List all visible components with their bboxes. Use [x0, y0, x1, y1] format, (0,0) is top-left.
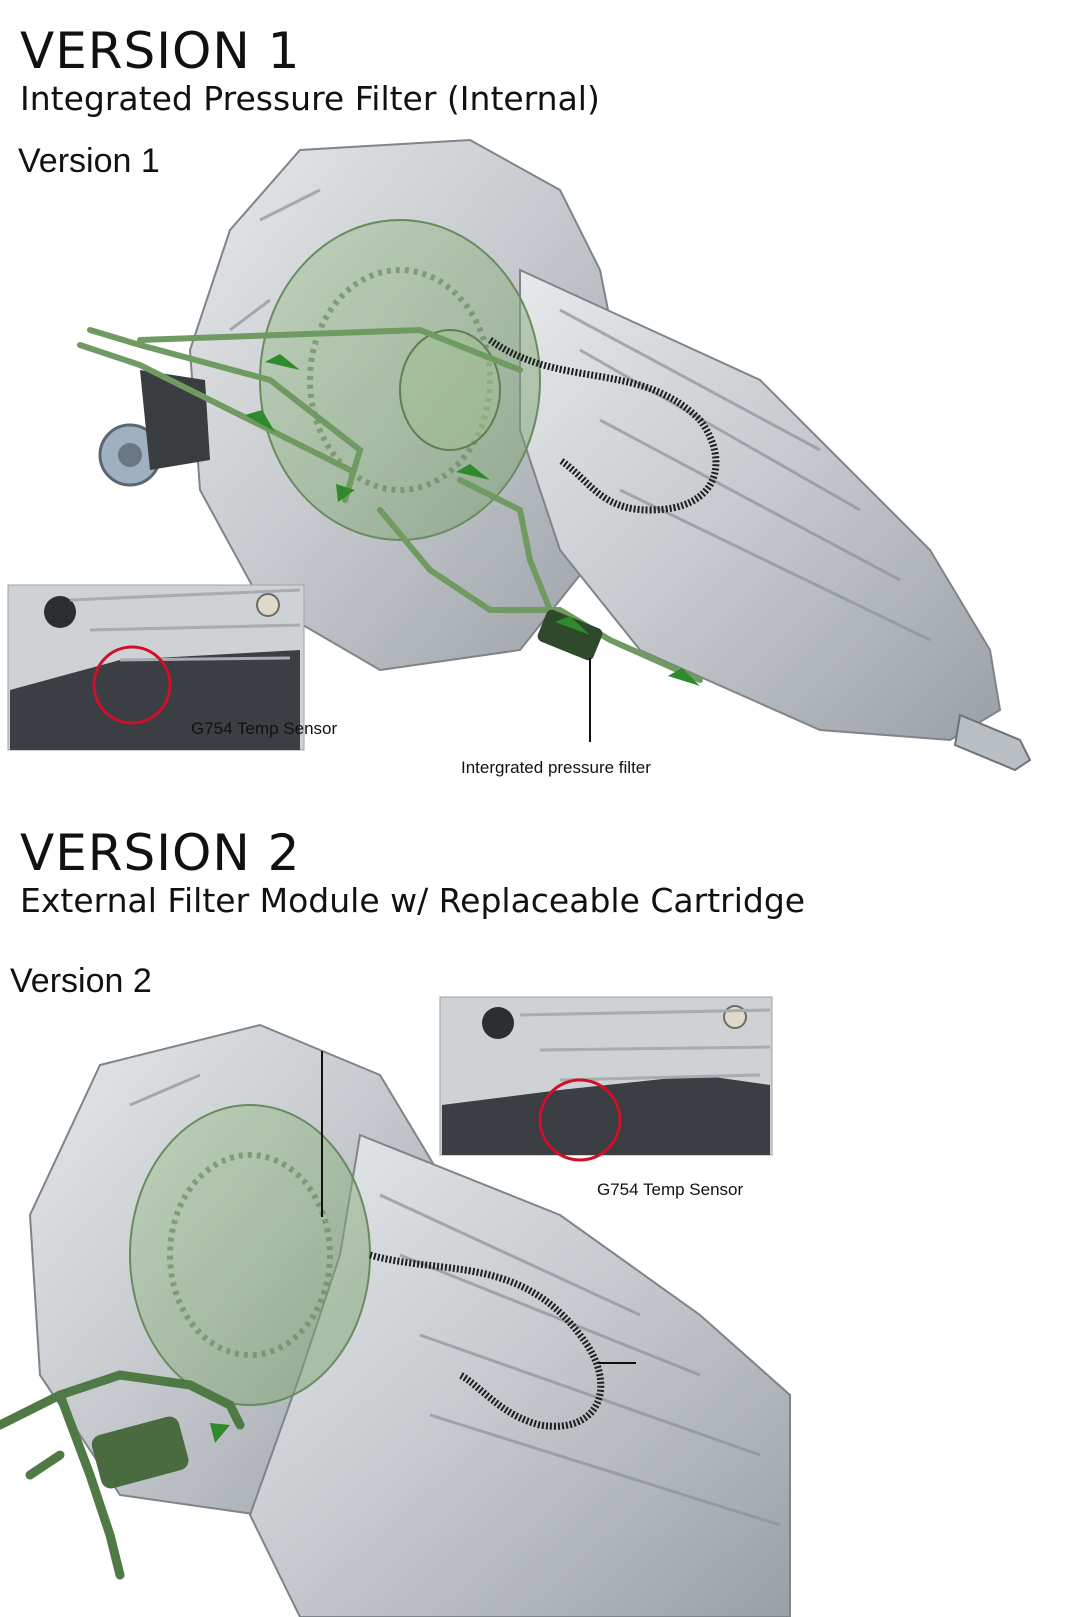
version2-heading: VERSION 2: [20, 824, 301, 882]
version1-heading: VERSION 1: [20, 22, 301, 80]
version2-temp-sensor-label: G754 Temp Sensor: [597, 1180, 744, 1199]
version1-temp-sensor-label: G754 Temp Sensor: [191, 719, 338, 738]
version1-image-label: Version 1: [18, 142, 160, 180]
version1-transmission-illustration: [7, 138, 1032, 772]
version2-temp-sensor-circle: [538, 1078, 622, 1162]
version1-subheading: Integrated Pressure Filter (Internal): [20, 79, 600, 118]
version2-subheading: External Filter Module w/ Replaceable Ca…: [20, 881, 806, 920]
version2-image-label: Version 2: [10, 962, 152, 1000]
version2-transmission-illustration: [0, 996, 791, 1617]
version1-temp-sensor-circle: [92, 645, 172, 725]
version1-filter-label: Intergrated pressure filter: [461, 758, 651, 777]
